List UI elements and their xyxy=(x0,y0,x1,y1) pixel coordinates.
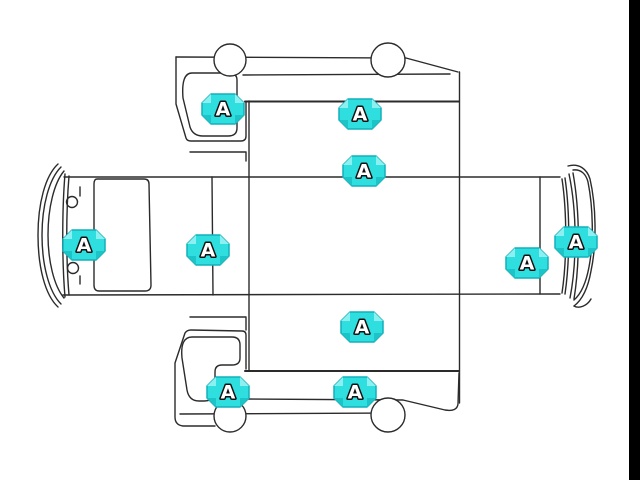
marker-bevel xyxy=(341,333,350,342)
rear-door-panel xyxy=(94,179,151,291)
marker-bevel xyxy=(96,251,105,260)
fold-step xyxy=(190,317,246,330)
marker-bevel xyxy=(374,333,383,342)
lamp xyxy=(67,197,78,208)
marker-letter: A xyxy=(569,232,584,254)
marker-a-7[interactable]: A xyxy=(505,247,549,279)
fold-step xyxy=(190,152,246,161)
marker-bevel xyxy=(202,115,211,124)
windshield-arc-3b xyxy=(573,170,592,300)
marker-bevel xyxy=(341,312,350,321)
marker-bevel xyxy=(339,99,348,108)
rocker-line xyxy=(243,74,450,75)
rear-view xyxy=(38,164,151,307)
cab-outline xyxy=(175,330,246,426)
bumper-arc-outer xyxy=(38,164,58,307)
marker-a-4[interactable]: A xyxy=(62,229,106,261)
markers-layer: A A A A A A A A A A xyxy=(62,93,598,408)
marker-bevel xyxy=(334,398,343,407)
marker-letter: A xyxy=(348,382,363,404)
cab-window xyxy=(183,73,237,136)
marker-letter: A xyxy=(77,235,92,257)
bumper-arc-outer-inner-line xyxy=(42,167,61,304)
marker-bevel xyxy=(235,115,244,124)
marker-bevel xyxy=(207,377,216,386)
marker-bevel xyxy=(372,120,381,129)
marker-a-2[interactable]: A xyxy=(338,98,382,130)
marker-bevel xyxy=(506,269,515,278)
marker-bevel xyxy=(63,230,72,239)
marker-letter: A xyxy=(355,317,370,339)
marker-a-1[interactable]: A xyxy=(201,93,245,125)
marker-bevel xyxy=(376,156,385,165)
marker-bevel xyxy=(207,398,216,407)
marker-bevel xyxy=(506,248,515,257)
marker-letter: A xyxy=(357,161,372,183)
marker-letter: A xyxy=(221,382,236,404)
marker-bevel xyxy=(539,248,548,257)
marker-bevel xyxy=(588,227,597,236)
marker-bevel xyxy=(372,99,381,108)
wheel xyxy=(371,43,405,77)
marker-bevel xyxy=(202,94,211,103)
marker-a-5[interactable]: A xyxy=(186,234,230,266)
rear-pillar-line xyxy=(63,174,65,297)
wheel xyxy=(214,44,246,76)
windshield-arc-3 xyxy=(568,165,595,306)
marker-bevel xyxy=(63,251,72,260)
bumper-arc-inner xyxy=(48,171,64,298)
marker-bevel xyxy=(343,177,352,186)
marker-bevel xyxy=(376,177,385,186)
marker-bevel xyxy=(334,377,343,386)
letterbox-bar xyxy=(629,0,640,480)
marker-bevel xyxy=(555,248,564,257)
marker-bevel xyxy=(235,94,244,103)
marker-bevel xyxy=(343,156,352,165)
marker-bevel xyxy=(187,256,196,265)
marker-letter: A xyxy=(353,104,368,126)
marker-bevel xyxy=(339,120,348,129)
marker-bevel xyxy=(187,235,196,244)
marker-bevel xyxy=(240,377,249,386)
windshield-arc-hook xyxy=(574,299,591,307)
marker-a-3[interactable]: A xyxy=(342,155,386,187)
cab-window xyxy=(182,337,240,401)
marker-bevel xyxy=(374,312,383,321)
marker-letter: A xyxy=(520,253,535,275)
marker-bevel xyxy=(367,398,376,407)
marker-bevel xyxy=(220,235,229,244)
marker-bevel xyxy=(367,377,376,386)
marker-a-6[interactable]: A xyxy=(554,226,598,258)
cab-outline xyxy=(176,57,246,141)
marker-bevel xyxy=(220,256,229,265)
marker-bevel xyxy=(588,248,597,257)
marker-letter: A xyxy=(216,99,231,121)
marker-letter: A xyxy=(201,240,216,262)
bottom-side-view xyxy=(175,317,459,432)
marker-bevel xyxy=(96,230,105,239)
marker-bevel xyxy=(555,227,564,236)
lamp xyxy=(68,263,79,274)
top-side-view xyxy=(176,43,458,161)
ground-line xyxy=(180,413,400,414)
ground-line xyxy=(176,57,458,72)
marker-a-10[interactable]: A xyxy=(333,376,377,408)
wheel xyxy=(371,398,405,432)
marker-bevel xyxy=(539,269,548,278)
marker-a-9[interactable]: A xyxy=(206,376,250,408)
marker-bevel xyxy=(240,398,249,407)
marker-a-8[interactable]: A xyxy=(340,311,384,343)
belt-line-bottom xyxy=(63,294,560,295)
body-belt-lines xyxy=(63,177,560,295)
rocker-line xyxy=(247,373,459,410)
